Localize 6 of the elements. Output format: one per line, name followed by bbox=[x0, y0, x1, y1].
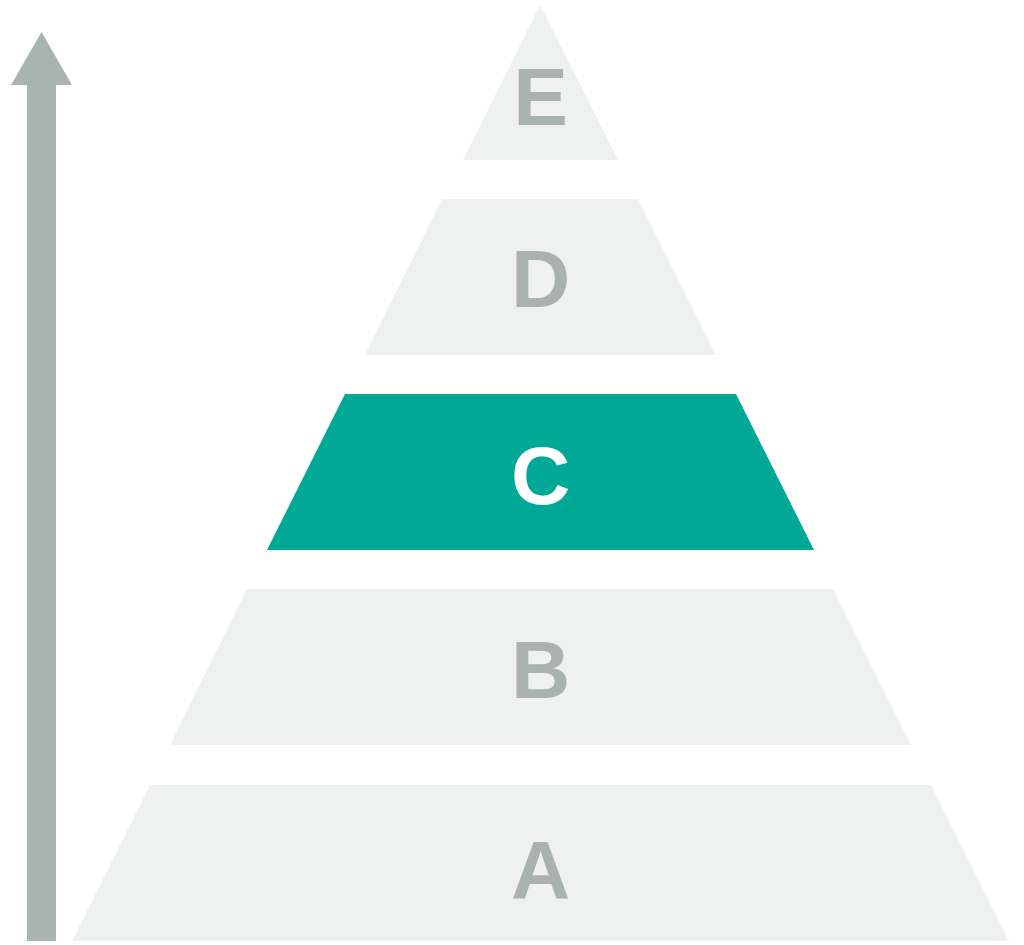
layer-label: D bbox=[510, 238, 571, 320]
layer-label: C bbox=[510, 435, 571, 517]
layer-label: E bbox=[513, 55, 568, 138]
layer-label: B bbox=[510, 629, 571, 711]
layer-label: A bbox=[510, 829, 571, 911]
pyramid-layer bbox=[267, 394, 814, 550]
